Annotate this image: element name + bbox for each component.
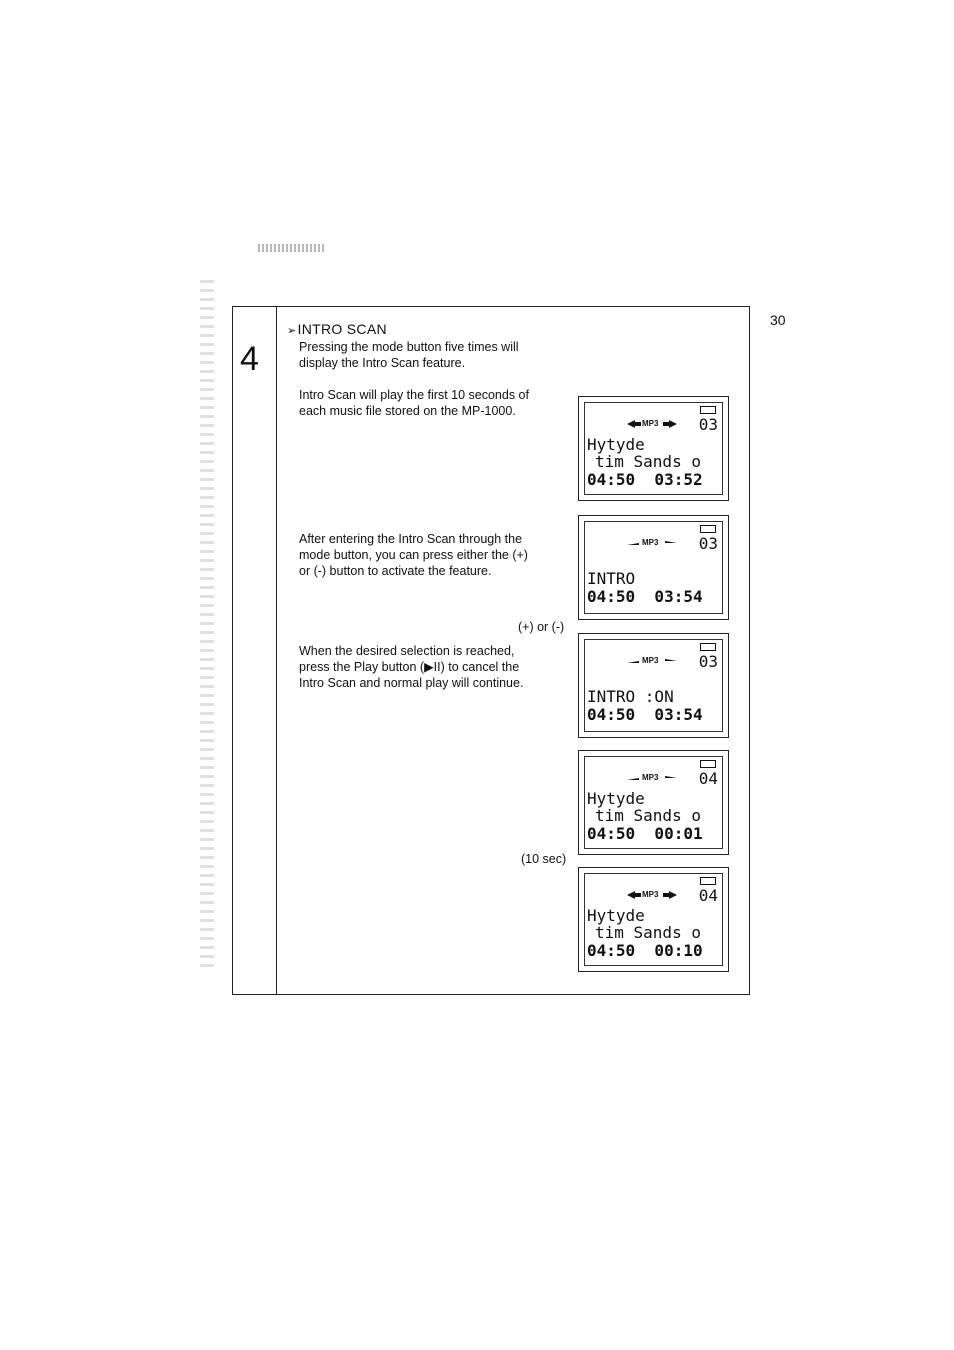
track-number: 03	[698, 415, 718, 434]
lcd-artist-line: tim Sands o	[595, 806, 701, 825]
lcd-title-line: Hytyde	[587, 906, 645, 925]
lcd-title-line: Hytyde	[587, 789, 645, 808]
codec-label-wrap: MP3	[625, 536, 679, 550]
paragraph-intro-display: Pressing the mode button five times will…	[299, 340, 519, 370]
header-decoration	[258, 244, 324, 252]
battery-icon	[700, 406, 716, 414]
lcd-inner: MP3 04 Hytyde tim Sands o 04:50 00:01	[584, 756, 723, 849]
section-title: ➢INTRO SCAN	[287, 321, 387, 337]
lcd-status-bar	[585, 524, 722, 534]
lcd-inner: MP3 03 INTRO 04:50 03:54	[584, 521, 723, 614]
battery-icon	[700, 760, 716, 768]
step-number: 4	[240, 340, 259, 378]
frame-bottom-border	[232, 994, 750, 995]
codec-label: MP3	[642, 419, 659, 428]
track-number: 04	[698, 769, 718, 788]
codec-label: MP3	[642, 890, 659, 899]
page-number: 30	[770, 312, 786, 328]
battery-icon	[700, 643, 716, 651]
codec-arrows-icon	[627, 891, 677, 899]
lcd-status-bar	[585, 405, 722, 415]
codec-label-wrap: MP3	[625, 888, 679, 902]
lcd-inner: MP3 04 Hytyde tim Sands o 04:50 00:10	[584, 873, 723, 966]
lcd-screen: MP3 03 INTRO 04:50 03:54	[578, 515, 729, 620]
battery-icon	[700, 525, 716, 533]
codec-label-wrap: MP3	[625, 771, 679, 785]
lcd-mode-line: INTRO	[587, 569, 636, 588]
lcd-screen: MP3 03 INTRO :ON 04:50 03:54	[578, 633, 729, 738]
paragraph-intro-description: Intro Scan will play the first 10 second…	[299, 388, 529, 418]
battery-icon	[700, 877, 716, 885]
lcd-time-line: 04:50 03:54	[587, 705, 703, 724]
lcd-time-line: 04:50 03:52	[587, 470, 703, 489]
codec-label: MP3	[642, 538, 659, 547]
lcd-title-line: Hytyde	[587, 435, 645, 454]
lcd-artist-line: tim Sands o	[595, 452, 701, 471]
codec-label-wrap: MP3	[625, 417, 679, 431]
paragraph-activate: After entering the Intro Scan through th…	[299, 532, 528, 578]
step-column-divider	[276, 306, 277, 994]
codec-label-wrap: MP3	[625, 654, 679, 668]
caption-plus-minus: (+) or (-)	[518, 620, 565, 634]
codec-arrows-icon	[627, 776, 677, 780]
lcd-screen: MP3 03 Hytyde tim Sands o 04:50 03:52	[578, 396, 729, 501]
track-number: 04	[698, 886, 718, 905]
bullet-arrow-icon: ➢	[287, 325, 297, 337]
lcd-mode-line: INTRO :ON	[587, 687, 674, 706]
section-title-text: INTRO SCAN	[297, 321, 387, 337]
lcd-time-line: 04:50 03:54	[587, 587, 703, 606]
caption-ten-sec: (10 sec)	[521, 852, 567, 866]
frame-left-border	[232, 306, 233, 994]
lcd-status-bar	[585, 759, 722, 769]
paragraph-cancel: When the desired selection is reached, p…	[299, 644, 524, 690]
frame-top-border	[232, 306, 750, 307]
codec-arrows-icon	[627, 541, 677, 545]
frame-right-border	[749, 306, 750, 994]
lcd-inner: MP3 03 INTRO :ON 04:50 03:54	[584, 639, 723, 732]
codec-label: MP3	[642, 773, 659, 782]
lcd-status-bar	[585, 876, 722, 886]
track-number: 03	[698, 534, 718, 553]
lcd-screen: MP3 04 Hytyde tim Sands o 04:50 00:01	[578, 750, 729, 855]
lcd-artist-line: tim Sands o	[595, 923, 701, 942]
lcd-inner: MP3 03 Hytyde tim Sands o 04:50 03:52	[584, 402, 723, 495]
lcd-screen: MP3 04 Hytyde tim Sands o 04:50 00:10	[578, 867, 729, 972]
codec-label: MP3	[642, 656, 659, 665]
codec-arrows-icon	[627, 420, 677, 428]
scan-artifact-edge	[200, 280, 214, 970]
lcd-time-line: 04:50 00:10	[587, 941, 703, 960]
track-number: 03	[698, 652, 718, 671]
lcd-time-line: 04:50 00:01	[587, 824, 703, 843]
lcd-status-bar	[585, 642, 722, 652]
codec-arrows-icon	[627, 659, 677, 663]
